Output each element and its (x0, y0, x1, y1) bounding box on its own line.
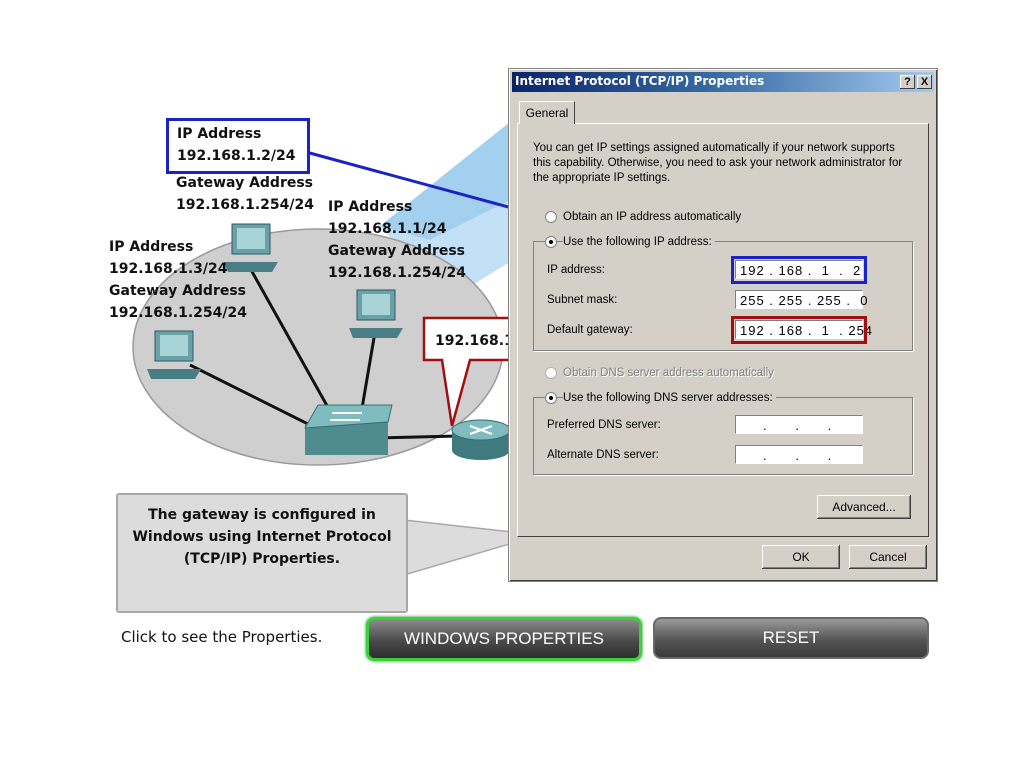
host-left-gw-label: Gateway Address (109, 283, 247, 299)
tab-general[interactable]: General (519, 101, 575, 124)
alternate-dns-label: Alternate DNS server: (547, 449, 659, 461)
radio-auto-dns[interactable] (545, 367, 557, 379)
host-left-ip-label: IP Address (109, 239, 194, 255)
ip-address-field[interactable]: 192 . 168 . 1 . 2 (735, 260, 863, 279)
reset-button[interactable]: RESET (653, 617, 929, 659)
intro-line-3: the appropriate IP settings. (533, 172, 671, 184)
radio-manual-ip[interactable] (545, 236, 557, 248)
host-mid-gw: 192.168.1.254/24 (328, 265, 466, 281)
windows-properties-button[interactable]: WINDOWS PROPERTIES (366, 617, 642, 661)
close-button[interactable]: X (917, 75, 932, 89)
host-top-gw: 192.168.1.254/24 (176, 197, 314, 213)
host-top-ip: 192.168.1.2/24 (177, 148, 296, 164)
subnet-mask-field[interactable]: 255 . 255 . 255 . 0 (735, 290, 867, 309)
advanced-button[interactable]: Advanced... (817, 495, 911, 519)
host-mid-gw-label: Gateway Address (328, 243, 466, 259)
ip-group (533, 241, 913, 351)
default-gateway-label: Default gateway: (547, 324, 633, 336)
radio-manual-ip-label[interactable]: Use the following IP address: (563, 235, 715, 250)
radio-manual-dns-label[interactable]: Use the following DNS server addresses: (563, 391, 776, 406)
general-panel (517, 123, 929, 537)
ok-button[interactable]: OK (762, 545, 840, 569)
alternate-dns-field[interactable]: . . . (735, 445, 863, 464)
ip-highlight-box (731, 256, 867, 284)
cancel-button[interactable]: Cancel (849, 545, 927, 569)
intro-line-2: this capability. Otherwise, you need to … (533, 157, 903, 169)
info-callout-text: The gateway is configured in Windows usi… (132, 507, 392, 567)
pc-top-icon (224, 223, 278, 272)
footer-prompt: Click to see the Properties. (121, 628, 323, 646)
radio-auto-ip-label[interactable]: Obtain an IP address automatically (563, 211, 742, 223)
help-button[interactable]: ? (900, 75, 915, 89)
switch-icon (304, 404, 393, 455)
host-mid-ip-label: IP Address (328, 199, 413, 215)
radio-auto-dns-label[interactable]: Obtain DNS server address automatically (563, 367, 774, 379)
host-left-ip: 192.168.1.3/24 (109, 261, 228, 277)
dialog-titlebar[interactable]: Internet Protocol (TCP/IP) Properties ? … (512, 72, 934, 92)
radio-manual-dns[interactable] (545, 392, 557, 404)
ip-address-label: IP address: (547, 264, 605, 276)
info-callout (116, 493, 408, 613)
host-left-gw: 192.168.1.254/24 (109, 305, 247, 321)
ip-box-top: IP Address 192.168.1.2/24 (166, 118, 310, 174)
tcpip-properties-dialog: Internet Protocol (TCP/IP) Properties ? … (508, 68, 938, 582)
host-mid-ip: 192.168.1.1/24 (328, 221, 447, 237)
radio-auto-ip[interactable] (545, 211, 557, 223)
preferred-dns-label: Preferred DNS server: (547, 419, 661, 431)
dialog-title: Internet Protocol (TCP/IP) Properties (515, 74, 765, 88)
gateway-highlight-box (731, 316, 867, 344)
subnet-mask-label: Subnet mask: (547, 294, 618, 306)
pc-left-icon (147, 330, 201, 379)
host-top-ip-label: IP Address (177, 126, 262, 142)
preferred-dns-field[interactable]: . . . (735, 415, 863, 434)
router-icon (451, 419, 511, 460)
host-top-gw-label: Gateway Address (176, 175, 314, 191)
intro-line-1: You can get IP settings assigned automat… (533, 142, 895, 154)
pc-mid-icon (349, 289, 403, 338)
